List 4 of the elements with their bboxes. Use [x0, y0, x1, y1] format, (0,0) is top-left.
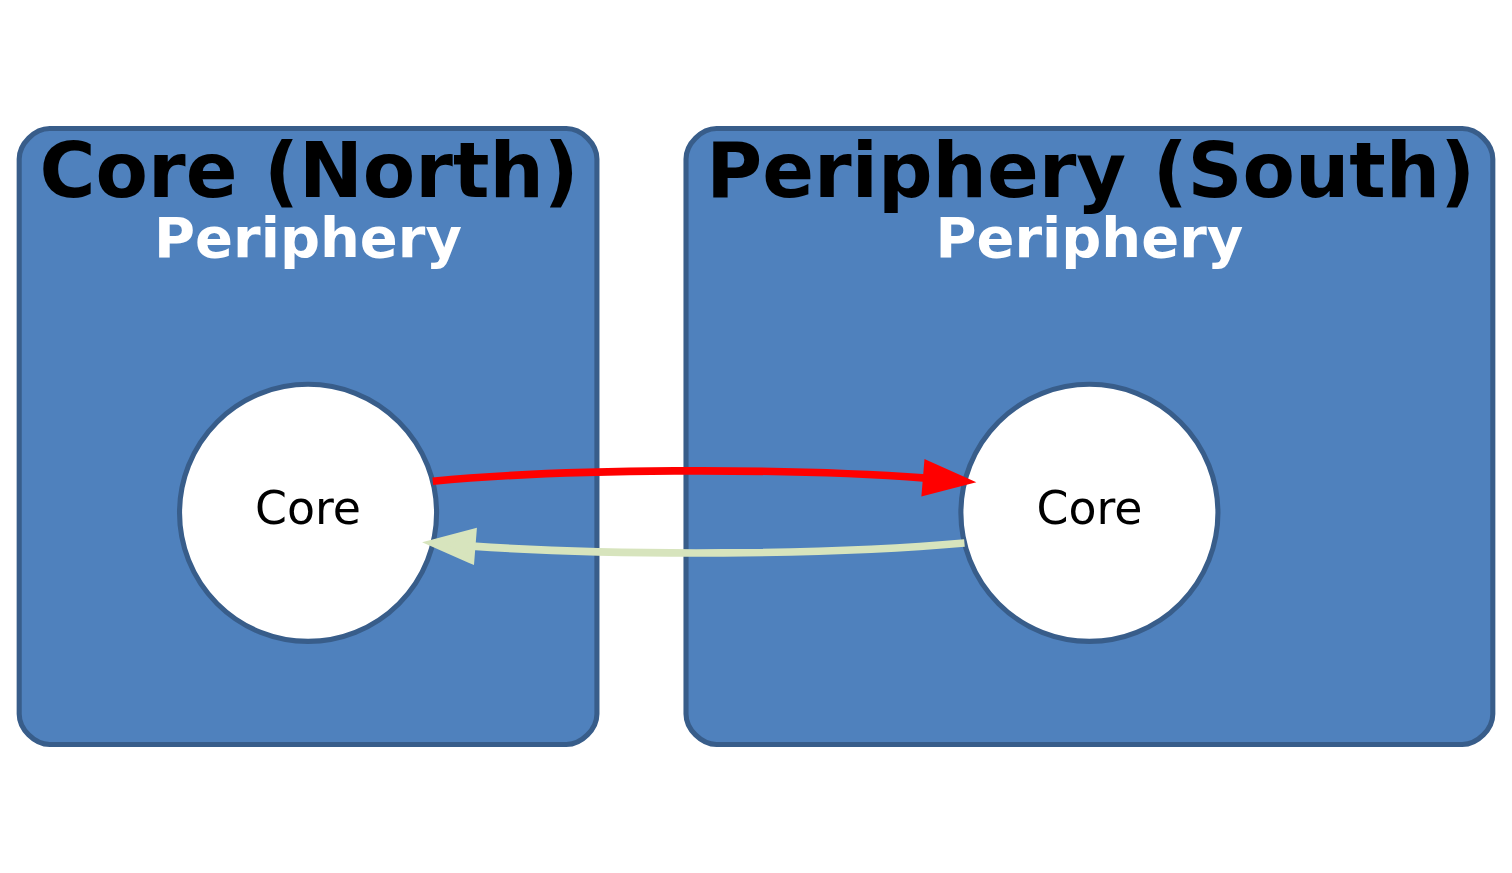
node-circle: Core	[958, 381, 1221, 644]
arrow	[432, 459, 977, 497]
node-circle: Core	[177, 381, 440, 644]
arrow	[422, 527, 965, 566]
